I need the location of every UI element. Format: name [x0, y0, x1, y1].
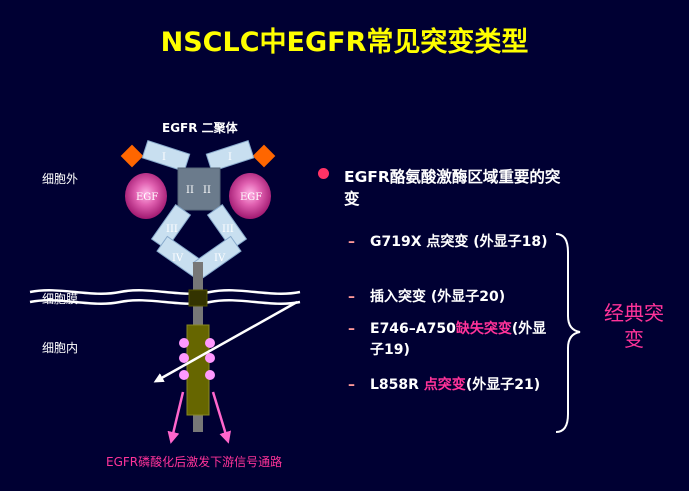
mutation-item-l858r: – L858R 点突变(外显子21): [348, 375, 558, 396]
kinase-domain: [186, 324, 210, 416]
svg-text:II: II: [203, 185, 211, 196]
bullet-dash: –: [348, 377, 355, 393]
domain-III-right: III: [206, 203, 248, 251]
slide-title: NSCLC中EGFR常见突变类型: [160, 27, 529, 58]
egf-ligand-right: EGF: [229, 173, 271, 219]
dimer-label: EGFR 二聚体: [162, 120, 239, 135]
svg-text:III: III: [166, 224, 178, 235]
orange-cap-left: [120, 144, 144, 168]
domain-I-left: I: [141, 140, 191, 172]
mutation-item-insertion: – 插入突变 (外显子20): [348, 287, 558, 308]
main-bullet: [318, 168, 329, 179]
domain-II-dimer-block: II II: [177, 167, 221, 211]
classic-mutation-label: 经典突变: [604, 301, 664, 351]
svg-text:I: I: [162, 152, 166, 163]
downstream-arrow-right: [211, 391, 231, 444]
membrane-line-bottom: [29, 299, 301, 305]
extracellular-label: 细胞外: [42, 172, 78, 186]
egf-ligand-left: EGF: [125, 173, 167, 219]
bullet-dash: –: [348, 321, 355, 337]
svg-text:EGF: EGF: [136, 192, 158, 203]
classic-brace: [555, 233, 581, 433]
orange-cap-right: [252, 144, 276, 168]
main-point: EGFR酪氨酸激酶区域重要的突变: [344, 168, 561, 208]
domain-I-right: I: [205, 140, 255, 172]
signal-caption: EGFR磷酸化后激发下游信号通路: [106, 454, 282, 469]
intracellular-label: 细胞内: [42, 341, 78, 355]
svg-text:III: III: [222, 224, 234, 235]
mutation-item-g719x: – G719X 点突变 (外显子18): [348, 232, 558, 253]
membrane-line-top: [29, 289, 301, 295]
signal-arrow: [153, 300, 298, 383]
svg-text:IV: IV: [172, 253, 184, 264]
svg-text:IV: IV: [214, 253, 226, 264]
mutation-item-deletion: – E746–A750缺失突变(外显子19): [348, 321, 547, 358]
svg-text:EGF: EGF: [240, 192, 262, 203]
svg-text:II: II: [186, 185, 194, 196]
membrane-label: 细胞膜: [42, 292, 78, 306]
transmembrane-domain: [188, 289, 208, 307]
bullet-dash: –: [348, 289, 355, 305]
svg-text:I: I: [228, 152, 232, 163]
domain-III-left: III: [150, 203, 192, 251]
downstream-arrow-left: [167, 391, 185, 444]
bullet-dash: –: [348, 234, 355, 250]
phosphorylation-sites: [179, 338, 215, 380]
